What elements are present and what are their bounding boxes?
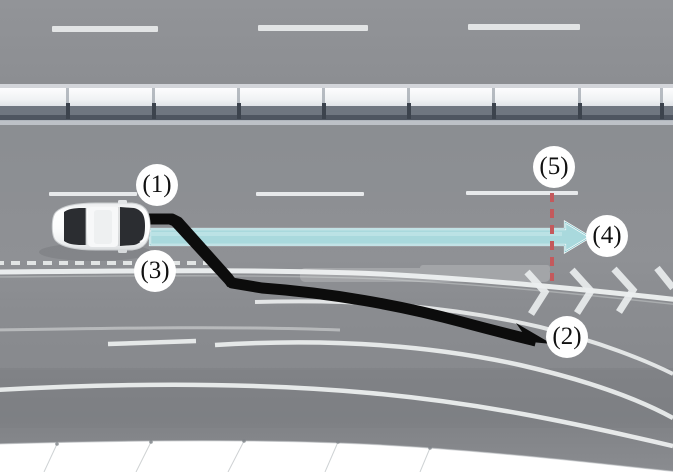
lane-line-solid-upper [0, 268, 673, 302]
callout-3: (3) [134, 250, 176, 292]
predicted-path-arrowhead [510, 323, 552, 344]
actual-travel-direction-arrow [148, 220, 593, 254]
callout-2: (2) [546, 316, 588, 358]
chevron-markings [524, 265, 673, 316]
windshield [120, 207, 145, 246]
mirror-left [118, 200, 127, 204]
lane-line-curve-lower-1 [214, 340, 673, 420]
worn-asphalt-patch [300, 265, 550, 282]
callout-5-label: (5) [539, 152, 569, 180]
lane-line-curve-lower-0 [254, 299, 673, 376]
bottom-curb [0, 439, 673, 472]
callout-2-label: (2) [552, 322, 582, 350]
lane-line-solid-upper-shadow [0, 275, 673, 305]
callout-5: (5) [533, 146, 575, 188]
lane-dashes-mid [49, 191, 578, 196]
lane-line-faint [0, 326, 341, 332]
mirror-right [118, 249, 127, 253]
callout-3-label: (3) [140, 256, 170, 284]
rear-window [64, 208, 86, 245]
guardrail [0, 84, 673, 125]
callout-1-label: (1) [142, 170, 172, 198]
callout-4-label: (4) [592, 221, 622, 249]
far-lane-dashes [52, 24, 580, 32]
callout-1: (1) [136, 164, 178, 206]
vehicle [39, 200, 151, 261]
predicted-path-line [148, 213, 552, 347]
callout-4: (4) [586, 215, 628, 257]
lane-dash-lower-left [107, 338, 197, 347]
lane-line-curve-lower-2 [0, 382, 673, 449]
